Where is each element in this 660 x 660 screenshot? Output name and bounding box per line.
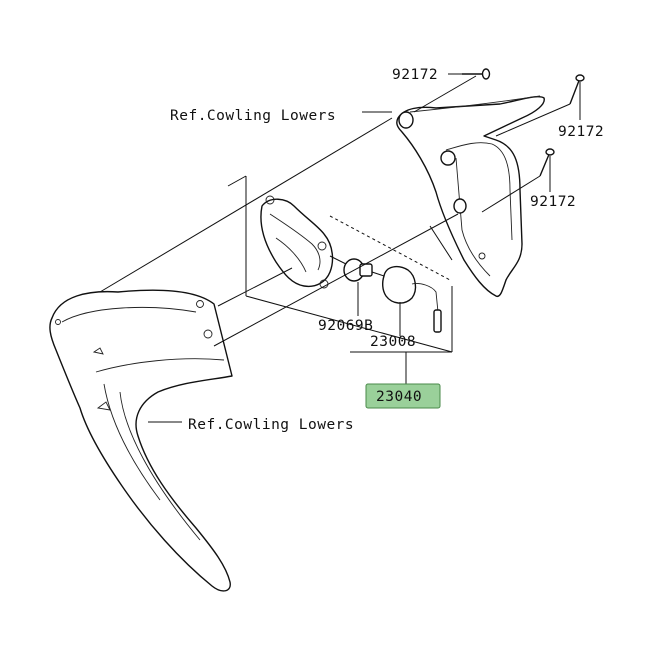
- lower-cowling-part: [49, 289, 233, 592]
- assembly-lines: [99, 75, 571, 353]
- assembly-highlight-box: [365, 383, 441, 409]
- callout-92172-right-upper: 92172: [558, 124, 604, 140]
- callout-92172-top: 92172: [392, 67, 438, 83]
- lamp-housing-part: [260, 195, 334, 289]
- socket-part: [381, 265, 442, 333]
- callout-23040: 23040: [376, 389, 422, 405]
- callout-92069b: 92069B: [318, 318, 373, 334]
- callout-ref-cowling-upper: Ref.Cowling Lowers: [170, 108, 336, 124]
- screw-top: [462, 68, 491, 80]
- rear-bracket-part: [396, 95, 545, 298]
- callout-ref-cowling-lower: Ref.Cowling Lowers: [188, 417, 354, 433]
- callout-92172-right-lower: 92172: [530, 194, 576, 210]
- callout-leaders: [148, 73, 581, 423]
- callout-23008: 23008: [370, 334, 416, 350]
- bulb-part: [343, 258, 373, 282]
- screw-right-lower: [539, 148, 555, 177]
- screw-right-upper: [569, 74, 585, 105]
